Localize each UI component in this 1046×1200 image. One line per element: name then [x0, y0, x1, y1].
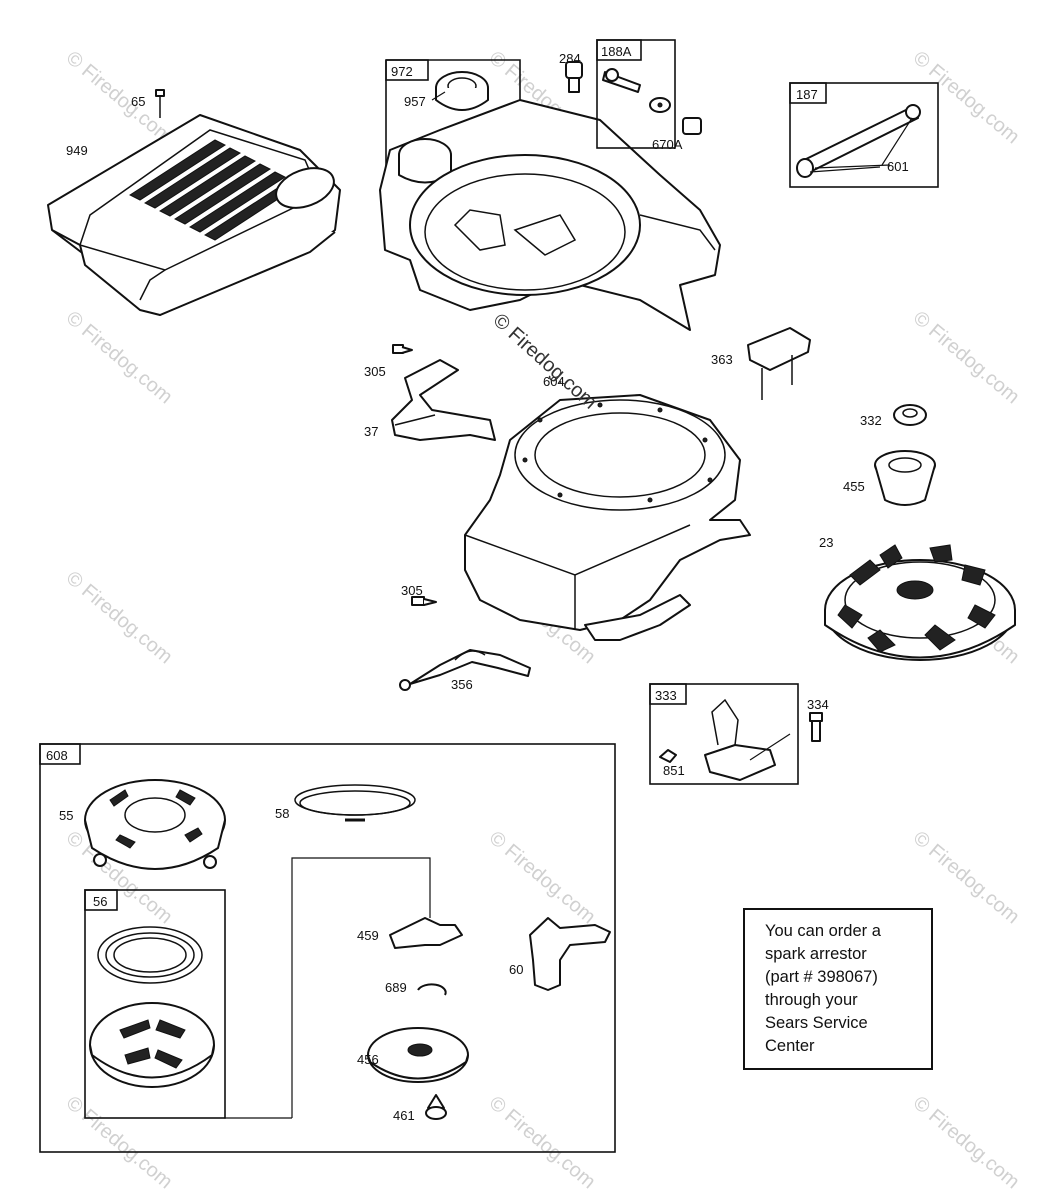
- spark-arrestor-note: You can order a spark arrestor (part # 3…: [743, 908, 933, 1070]
- note-line: You can order a: [765, 922, 881, 940]
- part-461-bolt: [425, 1094, 447, 1120]
- group-608: [39, 743, 616, 1153]
- part-label: 670A: [652, 137, 683, 152]
- note-line: Center: [765, 1037, 815, 1055]
- part-label: 949: [66, 143, 88, 158]
- part-label: 305: [401, 583, 423, 598]
- part-305-screw-lower: [411, 596, 437, 606]
- part-284-fitting: [565, 61, 583, 93]
- group-label: 187: [796, 87, 818, 102]
- watermark: © Firedog.com: [485, 827, 600, 928]
- part-fuel-tank-housing: [379, 99, 721, 331]
- part-label: 23: [819, 535, 833, 550]
- part-label: 305: [364, 364, 386, 379]
- part-949-cover: [47, 114, 341, 316]
- part-label: 601: [887, 159, 909, 174]
- part-labels: 65 949 957 284 670A 601 305 37 604 363 3…: [59, 51, 909, 1123]
- group-56: [84, 889, 226, 1119]
- note-line: through your: [765, 991, 858, 1009]
- part-label: 37: [364, 424, 378, 439]
- part-label: 459: [357, 928, 379, 943]
- note-line: (part # 398067): [765, 968, 878, 986]
- part-label: 456: [357, 1052, 379, 1067]
- part-37-air-guide: [391, 359, 496, 441]
- part-label: 363: [711, 352, 733, 367]
- part-label: 957: [404, 94, 426, 109]
- part-689-clip: [417, 983, 447, 996]
- center-watermark: © Firedog.com: [489, 309, 601, 413]
- part-58-rope: [294, 784, 416, 822]
- leader-lines: [431, 91, 891, 761]
- part-459-pawl: [389, 917, 463, 949]
- part-label: 461: [393, 1108, 415, 1123]
- part-label: 65: [131, 94, 145, 109]
- cover-grille: [128, 139, 299, 241]
- group-label: 56: [93, 894, 107, 909]
- part-label: 332: [860, 413, 882, 428]
- part-label: 356: [451, 677, 473, 692]
- group-label: 188A: [601, 44, 632, 59]
- note-line: Sears Service: [765, 1014, 868, 1032]
- part-670A-bushing: [682, 117, 702, 135]
- part-label: 604: [543, 374, 565, 389]
- group-label: 972: [391, 64, 413, 79]
- part-label: 55: [59, 808, 73, 823]
- watermark: © Firedog.com: [62, 307, 177, 408]
- part-305-screw: [392, 344, 413, 354]
- group-333: [649, 683, 799, 785]
- watermark: © Firedog.com: [909, 307, 1024, 408]
- watermark: © Firedog.com: [485, 1092, 600, 1193]
- watermark: © Firedog.com: [62, 1092, 177, 1193]
- group-label: 333: [655, 688, 677, 703]
- watermark: © Firedog.com: [62, 567, 177, 668]
- part-356-wire: [399, 649, 531, 691]
- part-363-bracket: [747, 327, 811, 400]
- part-65-screw: [155, 89, 165, 118]
- part-455-starter-cup: [874, 450, 936, 506]
- group-187: [789, 82, 939, 188]
- part-label: 284: [559, 51, 581, 66]
- group-labels: 972 188A 187 333 608 56: [46, 44, 818, 909]
- part-957-fuel-cap: [435, 71, 489, 111]
- part-334-screw: [809, 712, 823, 742]
- group-label: 608: [46, 748, 68, 763]
- part-label: 58: [275, 806, 289, 821]
- watermark: © Firedog.com: [909, 1092, 1024, 1193]
- part-label: 689: [385, 980, 407, 995]
- part-23-flywheel: [824, 544, 1016, 661]
- part-55-starter-housing: [84, 779, 226, 870]
- group-972: [385, 59, 521, 170]
- group-188A: [596, 39, 676, 149]
- part-60-handle: [529, 917, 611, 991]
- part-label: 60: [509, 962, 523, 977]
- part-604-blower-housing: [464, 394, 751, 641]
- part-456-pulley: [367, 1027, 469, 1083]
- part-332-nut: [893, 404, 927, 426]
- part-label: 455: [843, 479, 865, 494]
- note-line: spark arrestor: [765, 945, 867, 963]
- watermark: © Firedog.com: [909, 47, 1024, 148]
- part-label: 334: [807, 697, 829, 712]
- part-label: 851: [663, 763, 685, 778]
